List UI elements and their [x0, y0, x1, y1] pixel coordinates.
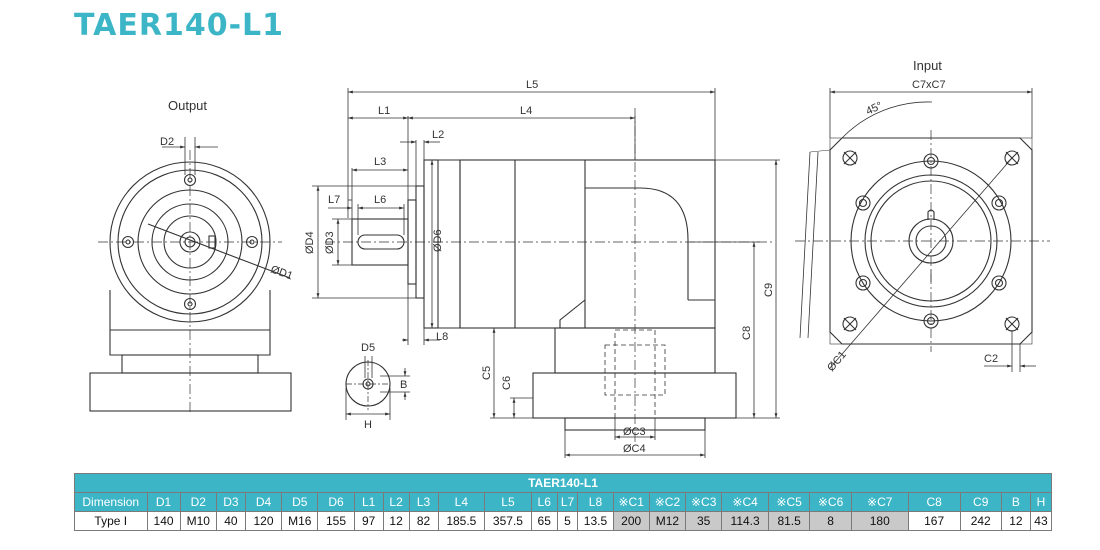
table-header-cell: ※C3 — [685, 492, 723, 512]
input-view — [799, 88, 1036, 372]
shaft-section — [345, 356, 410, 420]
table-cell: 140 — [146, 511, 181, 531]
label-c2: C2 — [984, 353, 998, 365]
table-cell: 155 — [317, 511, 355, 531]
table-cell: 114.3 — [721, 511, 769, 531]
technical-drawing: Output Input D2 ØD1 L5 L1 L4 L2 L3 L7 L6… — [89, 58, 1050, 458]
table-header-cell: ※C5 — [767, 492, 811, 512]
label-l7: L7 — [328, 194, 340, 206]
table-header-cell: L1 — [353, 492, 384, 512]
table-cell: M12 — [648, 511, 687, 531]
table-cell: 35 — [685, 511, 723, 531]
table-cell: Type I — [74, 511, 148, 531]
table-cell: 8 — [809, 511, 852, 531]
label-c6: C6 — [501, 376, 513, 390]
label-d6: ØD6 — [432, 229, 444, 252]
label-d4: ØD4 — [304, 231, 316, 254]
table-header-cell: L7 — [556, 492, 579, 512]
table-cell: M10 — [179, 511, 217, 531]
table-cell: 242 — [959, 511, 1002, 531]
table-header-cell: C9 — [959, 492, 1002, 512]
label-d5: D5 — [361, 342, 375, 354]
table-cell: 65 — [530, 511, 558, 531]
label-h: H — [364, 419, 372, 431]
table-header-cell: L4 — [437, 492, 486, 512]
table-cell: 40 — [215, 511, 246, 531]
table-header-cell: L5 — [484, 492, 532, 512]
label-c9: C9 — [763, 283, 775, 297]
label-c1: ØC1 — [825, 349, 849, 374]
table-cell: 200 — [612, 511, 650, 531]
side-view — [351, 159, 737, 431]
table-header-cell: D5 — [281, 492, 319, 512]
table-cell: 120 — [244, 511, 283, 531]
table-header-cell: D3 — [215, 492, 246, 512]
table-header-cell: B — [1000, 492, 1031, 512]
label-l4: L4 — [520, 105, 532, 117]
table-cell: 82 — [408, 511, 439, 531]
table-header-cell: D1 — [146, 492, 181, 512]
table-header-cell: Dimension — [74, 492, 148, 512]
label-d3: ØD3 — [324, 231, 336, 254]
input-view-label: Input — [913, 58, 942, 73]
label-l3: L3 — [374, 156, 386, 168]
label-angle: 45° — [864, 100, 884, 118]
label-c5: C5 — [481, 366, 493, 380]
table-header-cell: L3 — [408, 492, 439, 512]
table-header-cell: L6 — [530, 492, 558, 512]
label-c7: C7xC7 — [912, 79, 946, 91]
label-l6: L6 — [374, 194, 386, 206]
table-header-cell: ※C7 — [850, 492, 909, 512]
label-l5: L5 — [526, 79, 538, 91]
page-title: TAER140-L1 — [74, 8, 285, 43]
table-header-cell: D6 — [317, 492, 355, 512]
label-l1: L1 — [378, 105, 390, 117]
table-header-cell: H — [1029, 492, 1053, 512]
table-cell: 12 — [1000, 511, 1031, 531]
label-b: B — [400, 379, 407, 391]
table-cell: 180 — [850, 511, 909, 531]
table-header-cell: D2 — [179, 492, 217, 512]
label-c3: ØC3 — [623, 426, 646, 438]
table-caption-row: TAER140-L1 — [74, 473, 1052, 493]
table-header-cell: L8 — [577, 492, 614, 512]
output-view-label: Output — [168, 98, 207, 113]
label-d1: ØD1 — [269, 264, 294, 283]
label-l8: L8 — [436, 331, 448, 343]
table-caption: TAER140-L1 — [74, 473, 1052, 493]
table-header-cell: ※C2 — [648, 492, 687, 512]
table-cell: M16 — [281, 511, 319, 531]
output-view — [89, 137, 292, 412]
table-cell: 5 — [556, 511, 579, 531]
table-cell: 13.5 — [577, 511, 614, 531]
label-d2: D2 — [160, 136, 174, 148]
table-cell: 43 — [1029, 511, 1053, 531]
table-cell: 12 — [382, 511, 410, 531]
table-cell: 81.5 — [767, 511, 811, 531]
side-dimensions — [312, 88, 780, 458]
table-header-cell: ※C4 — [721, 492, 769, 512]
drawing-labels: Output Input D2 ØD1 L5 L1 L4 L2 L3 L7 L6… — [160, 58, 998, 455]
table-header-cell: D4 — [244, 492, 283, 512]
table-header-cell: ※C6 — [809, 492, 852, 512]
table-header-cell: C8 — [907, 492, 961, 512]
label-l2: L2 — [432, 129, 444, 141]
table-header-cell: L2 — [382, 492, 410, 512]
table-cell: 357.5 — [484, 511, 532, 531]
table-header-cell: ※C1 — [612, 492, 650, 512]
label-c8: C8 — [741, 326, 753, 340]
label-c4: ØC4 — [623, 443, 646, 455]
table-cell: 167 — [907, 511, 961, 531]
table-cell: 185.5 — [437, 511, 486, 531]
table-cell: 97 — [353, 511, 384, 531]
